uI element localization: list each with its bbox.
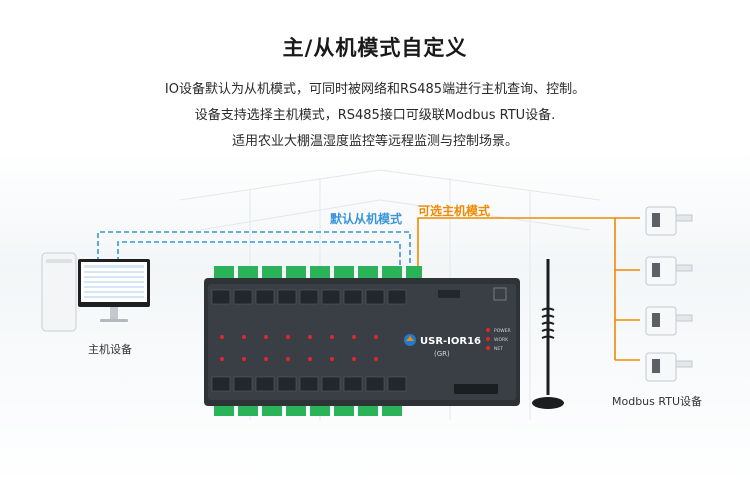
status-light-power: POWER (494, 328, 511, 334)
status-light-work: WORK (494, 337, 509, 343)
sensor-device-icon (645, 352, 693, 382)
device-variant-label: (GR) (434, 350, 450, 358)
slave-mode-label: 默认从机模式 (330, 212, 403, 226)
description-line-3: 适用农业大棚温湿度监控等远程监测与控制场景。 (231, 134, 518, 149)
sensor-device-icon (645, 306, 693, 336)
description-line-2: 设备支持选择主机模式，RS485接口可级联Modbus RTU设备. (194, 108, 556, 123)
slave-mode-link (97, 231, 411, 268)
top-terminal-blocks (214, 266, 422, 278)
master-mode-label: 可选主机模式 (418, 204, 491, 218)
master-mode-link (417, 217, 640, 361)
status-light-net: NET (494, 346, 503, 352)
description-line-1: IO设备默认为从机模式，可同时被网络和RS485端进行主机查询、控制。 (164, 82, 586, 97)
sensor-device-icon (645, 256, 693, 286)
antenna-icon (532, 259, 564, 409)
modbus-devices-label: Modbus RTU设备 (612, 395, 702, 408)
page-title: 主/从机模式自定义 (282, 36, 468, 60)
host-device-label: 主机设备 (88, 343, 132, 356)
modbus-rtu-devices (645, 206, 693, 382)
bottom-terminal-blocks (214, 406, 402, 416)
device-model-label: USR-IOR16 (420, 336, 481, 347)
host-computer-icon (41, 252, 150, 332)
io-controller-device: USR-IOR16 (GR) POWER WORK NET (204, 266, 520, 416)
sensor-device-icon (645, 206, 693, 236)
